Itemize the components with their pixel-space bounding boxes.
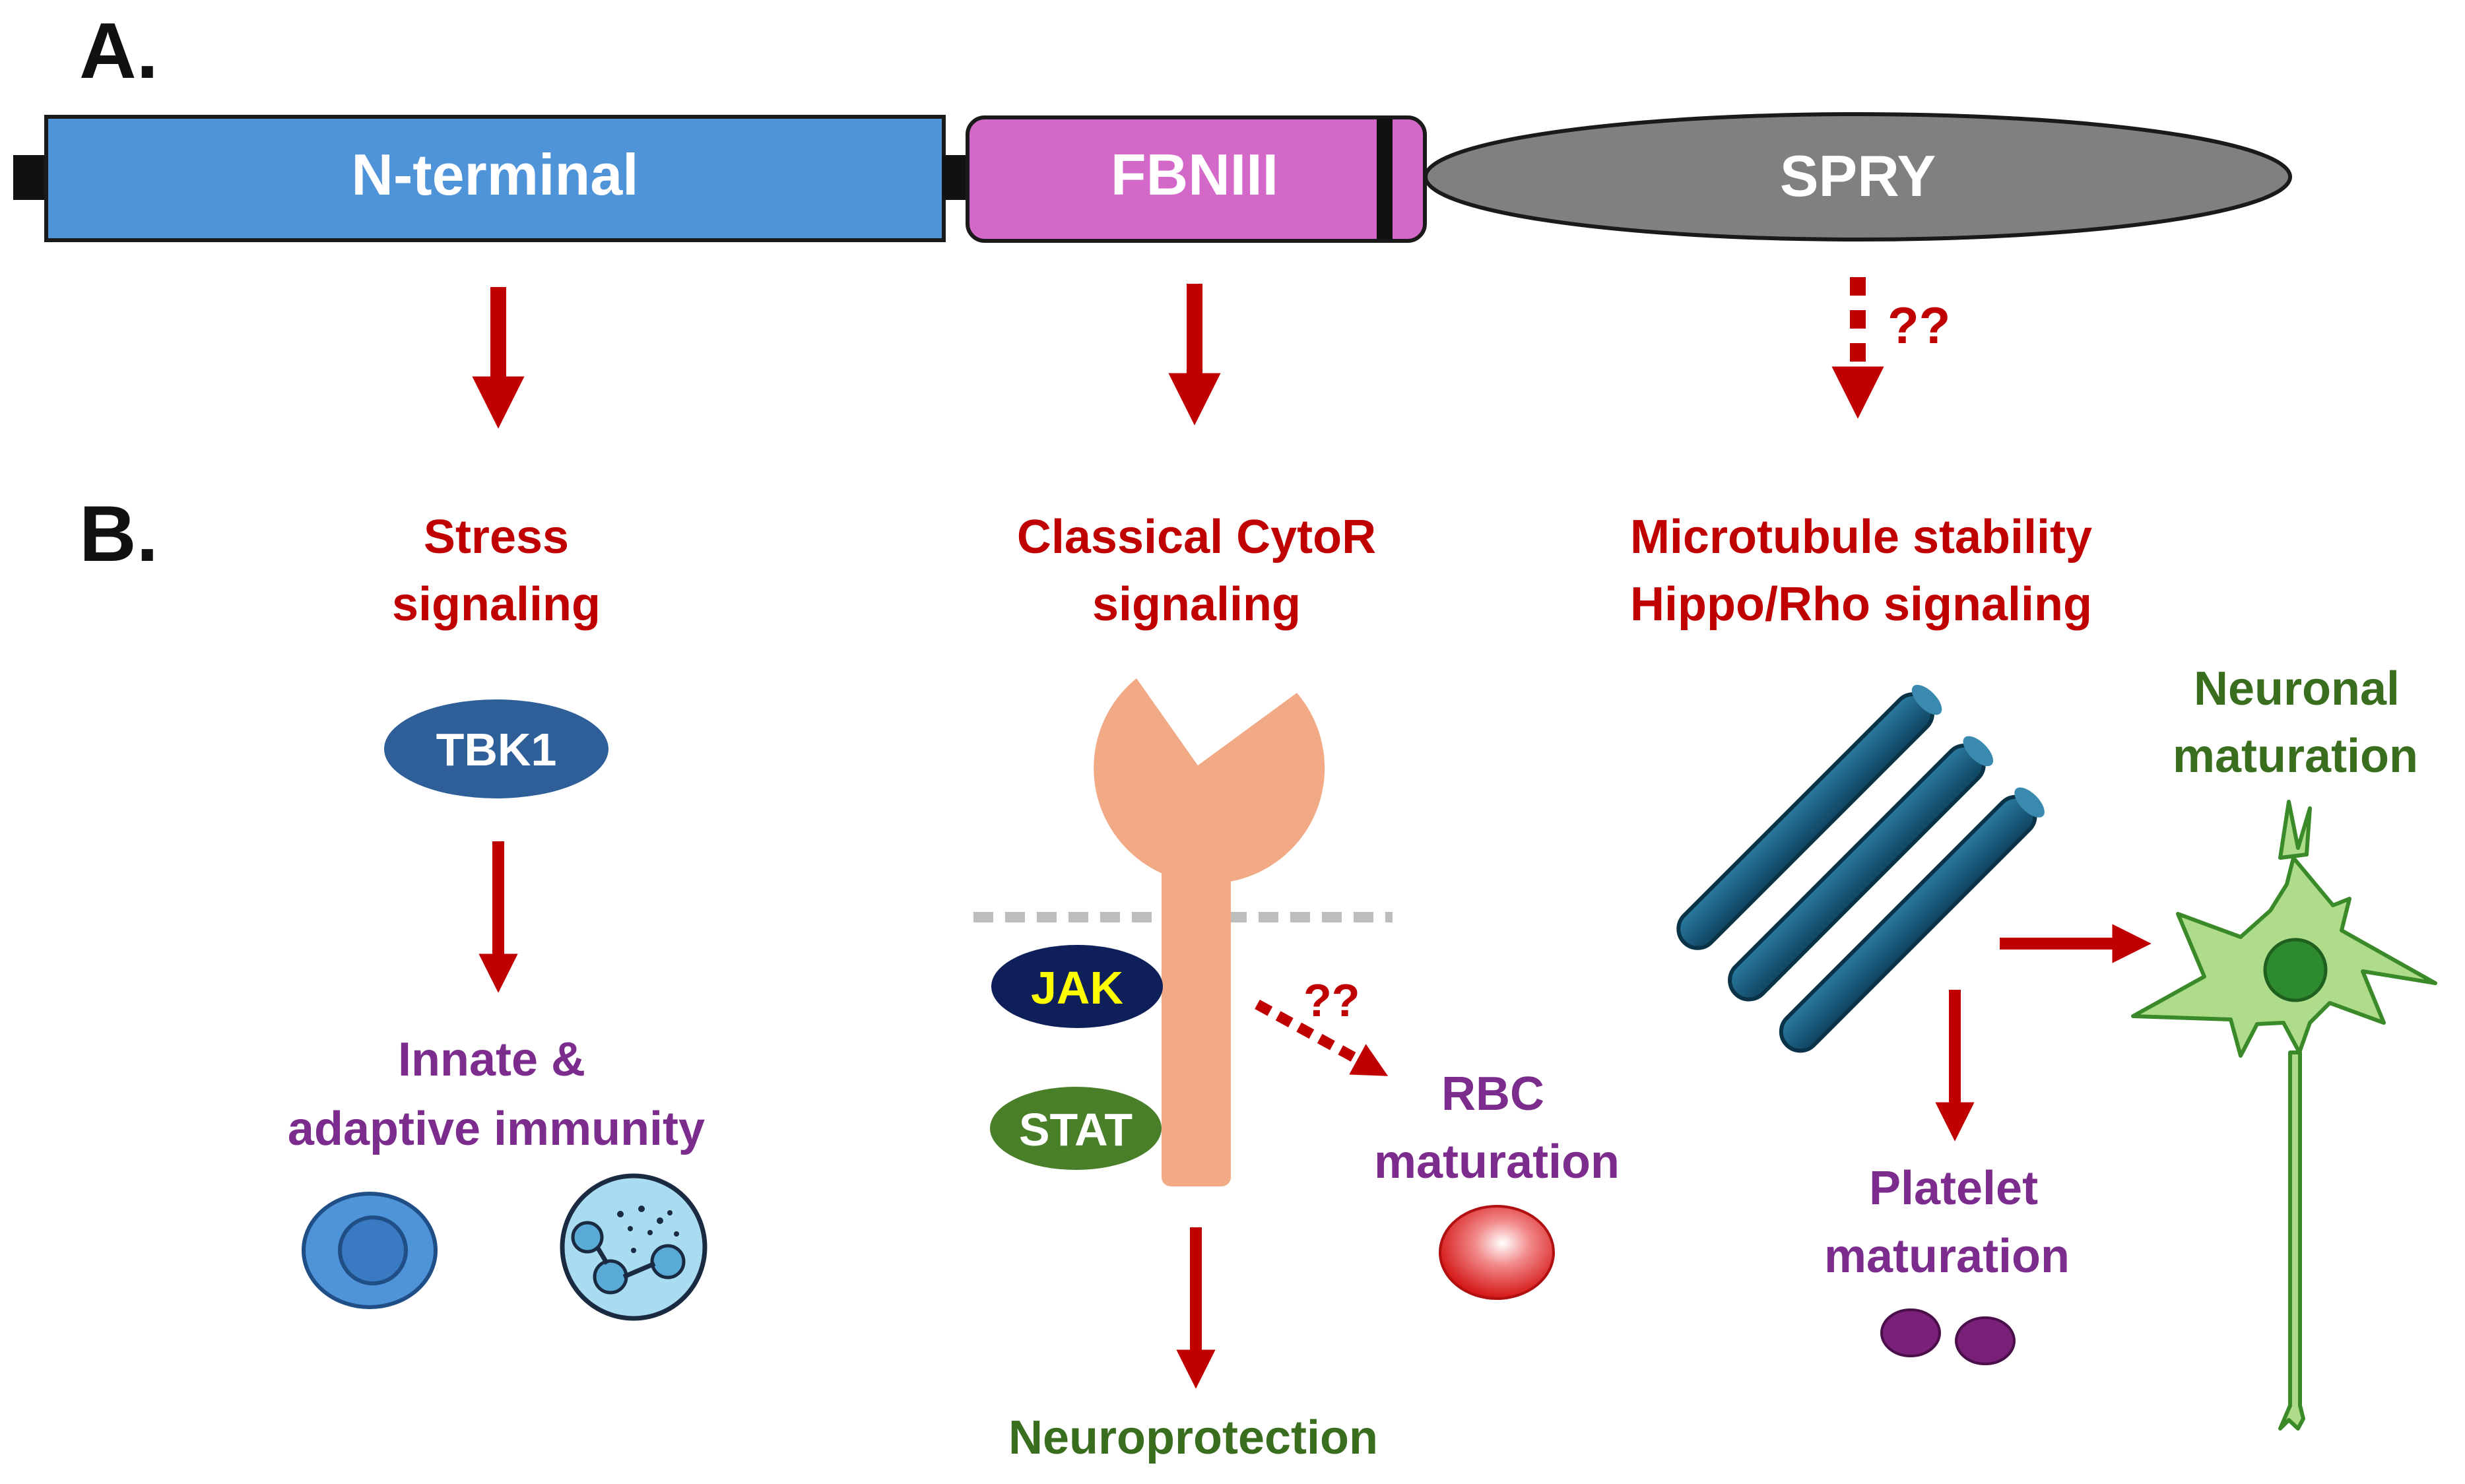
lymphocyte-icon [302, 1192, 438, 1309]
cytokine-receptor-icon [1094, 678, 1325, 1186]
stress-signaling-line2: signaling [392, 578, 601, 631]
red-blood-cell-icon [1439, 1205, 1555, 1300]
neuronal-line2: maturation [2173, 730, 2418, 783]
fbniii-label: FBNIII [1111, 142, 1278, 207]
neuronal-line1: Neuronal [2194, 662, 2400, 715]
tbk1-oval [384, 699, 608, 798]
spry-unknown-label: ?? [1888, 296, 1950, 354]
rbc-line2: maturation [1374, 1136, 1620, 1188]
jak-oval [991, 945, 1163, 1028]
cytor-signaling-line2: signaling [1092, 578, 1301, 631]
panel-a-label: A. [79, 7, 158, 95]
n-terminal-domain [44, 115, 946, 242]
stat-label: STAT [1019, 1104, 1133, 1155]
cytor-signaling-line1: Classical CytoR [1017, 511, 1376, 564]
platelet-line2: maturation [1824, 1230, 2070, 1283]
immunity-line2: adaptive immunity [288, 1103, 705, 1155]
stress-signaling-line1: Stress [424, 511, 569, 564]
microtubule-icon [1676, 684, 2045, 1053]
jak-label: JAK [1031, 962, 1123, 1014]
spry-domain [1424, 112, 2292, 242]
microtubule-line1: Microtubule stability [1630, 511, 2092, 564]
rbc-unknown-label: ?? [1303, 975, 1360, 1026]
panel-b-label: B. [79, 490, 158, 578]
neuron-icon [2131, 800, 2437, 1431]
fbniii-transmembrane-band [1377, 119, 1393, 240]
immunity-line1: Innate & [398, 1033, 585, 1086]
tbk1-label: TBK1 [436, 724, 557, 775]
platelet-line1: Platelet [1869, 1162, 2038, 1215]
microtubule-line2: Hippo/Rho signaling [1630, 578, 2092, 631]
spry-label: SPRY [1780, 143, 1936, 209]
platelets-icon [1880, 1308, 2016, 1365]
neuroprotection-label: Neuroprotection [1008, 1411, 1378, 1464]
granulocyte-icon [560, 1173, 707, 1321]
n-terminal-label: N-terminal [351, 142, 638, 207]
rbc-line1: RBC [1441, 1068, 1544, 1120]
n-linker [13, 155, 48, 200]
stat-oval [990, 1087, 1162, 1170]
